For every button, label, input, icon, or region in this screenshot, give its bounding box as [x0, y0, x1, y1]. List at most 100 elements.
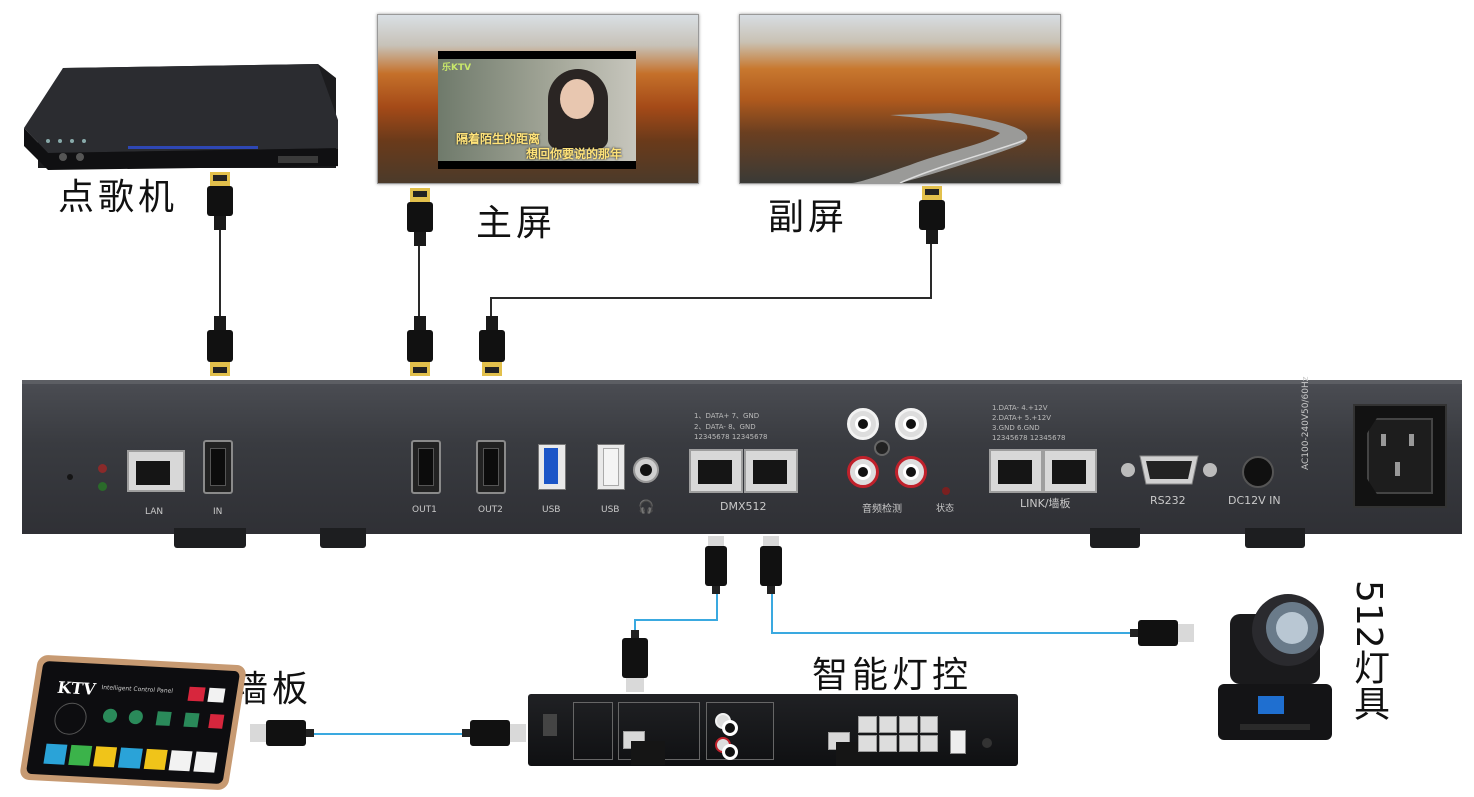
- dmx-label: DMX512: [720, 500, 767, 513]
- tablet-button[interactable]: [118, 747, 143, 769]
- rs232-label: RS232: [1150, 494, 1186, 507]
- tablet-button[interactable]: [93, 746, 118, 768]
- karaoke-video: 乐KTV 隔着陌生的距离 想回你要说的那年: [438, 51, 636, 169]
- ac-socket[interactable]: [1353, 404, 1447, 508]
- rs232-port-icon[interactable]: [1118, 452, 1220, 488]
- sub-screen: [739, 14, 1061, 184]
- tablet-button[interactable]: [187, 686, 206, 702]
- lyric-line-2: 想回你要说的那年: [526, 147, 623, 161]
- dc-jack[interactable]: [982, 738, 992, 748]
- rj45-plug-icon: [1130, 620, 1194, 646]
- tablet-button[interactable]: [207, 687, 226, 703]
- rj45-plug-icon: [462, 720, 526, 746]
- usb-port-blue[interactable]: [538, 444, 566, 490]
- hdmi-in-label: IN: [213, 507, 223, 517]
- link-port-2[interactable]: [1043, 449, 1097, 493]
- tablet-button[interactable]: [68, 744, 93, 767]
- lan-label: LAN: [145, 507, 164, 517]
- road-scene-icon: [850, 113, 1028, 183]
- network-cable: [634, 619, 636, 633]
- hdmi-plug-icon: [407, 188, 433, 246]
- rj45-plug-icon: [760, 536, 782, 594]
- lan-port[interactable]: [127, 450, 185, 492]
- status-led-red: [942, 487, 950, 495]
- tablet-subtitle: Intelligent Control Panel: [100, 684, 174, 695]
- dmx-input-port[interactable]: [623, 731, 665, 765]
- rca-white[interactable]: [715, 713, 738, 736]
- power-led: [98, 464, 107, 473]
- link-port-1[interactable]: [989, 449, 1043, 493]
- module-box: [618, 702, 700, 765]
- hdmi-plug-icon: [207, 172, 233, 230]
- link-label: LINK/墙板: [1020, 497, 1071, 510]
- power-switch[interactable]: [543, 714, 557, 736]
- sub-screen-label: 副屏: [768, 197, 849, 238]
- tablet-button[interactable]: [183, 712, 200, 728]
- rca-white-2[interactable]: [895, 408, 927, 440]
- dmx-pins-2: 2、DATA- 8、GND: [694, 423, 756, 431]
- link-pins-2: 2.DATA+ 5.+12V: [992, 414, 1052, 422]
- rca-red-1[interactable]: [847, 456, 879, 488]
- tablet-button[interactable]: [155, 711, 172, 726]
- status-label: 状态: [936, 504, 955, 514]
- panel-foot: [174, 528, 246, 548]
- dmx-pins-3: 12345678 12345678: [694, 433, 768, 441]
- output-port-grid: [858, 716, 938, 752]
- hdmi-cable-sub-v: [930, 240, 932, 298]
- hdmi-cable-jukebox: [219, 210, 221, 320]
- link-pins-3: 3.GND 6.GND: [992, 424, 1040, 432]
- light-512-label: 512灯具: [1348, 580, 1389, 721]
- network-cable: [634, 619, 718, 621]
- tablet-button[interactable]: [168, 750, 193, 772]
- hdmi-out2-port[interactable]: [476, 440, 506, 494]
- hdmi-plug-icon: [207, 316, 233, 376]
- rca-white-1[interactable]: [847, 408, 879, 440]
- hdmi-cable-main: [418, 238, 420, 322]
- hdmi-plug-icon: [919, 186, 945, 244]
- tablet-button[interactable]: [43, 743, 68, 765]
- usb1-label: USB: [542, 505, 561, 515]
- hdmi-plug-icon: [479, 316, 505, 376]
- reset-hole: [67, 474, 73, 480]
- network-port[interactable]: [828, 732, 870, 766]
- usb-port-white[interactable]: [597, 444, 625, 490]
- headphone-icon: 🎧: [638, 500, 655, 515]
- status-led: [98, 482, 107, 491]
- tablet-button[interactable]: [127, 709, 144, 725]
- tablet-button[interactable]: [193, 751, 218, 773]
- dmx-port-1[interactable]: [689, 449, 743, 493]
- wall-panel-tablet: KTV Intelligent Control Panel: [18, 654, 248, 791]
- dc-label: DC12V IN: [1228, 494, 1281, 507]
- tablet-button[interactable]: [101, 708, 119, 724]
- audio-detect-label: 音频检测: [862, 504, 902, 515]
- panel-foot: [1090, 528, 1140, 548]
- panel-foot: [320, 528, 366, 548]
- karaoke-logo: 乐KTV: [442, 63, 472, 73]
- tablet-button[interactable]: [143, 748, 168, 770]
- panel-foot: [1245, 528, 1305, 548]
- network-cable: [771, 632, 1135, 634]
- hdmi-in-port[interactable]: [203, 440, 233, 494]
- tablet-button[interactable]: [208, 713, 225, 729]
- ac-label: AC100-240V50/60Hz: [1301, 376, 1311, 470]
- headphone-jack[interactable]: [633, 457, 659, 483]
- dmx-port-2[interactable]: [744, 449, 798, 493]
- link-pins-4: 12345678 12345678: [992, 434, 1066, 442]
- dmx-pins-1: 1、DATA+ 7、GND: [694, 412, 760, 420]
- module-box: [573, 702, 613, 760]
- tablet-brand: KTV: [55, 677, 97, 699]
- rca-red[interactable]: [715, 737, 738, 760]
- hdmi-out1-port[interactable]: [411, 440, 441, 494]
- hdmi-plug-icon: [407, 316, 433, 376]
- ground-screw: [874, 440, 890, 456]
- rj45-plug-icon: [705, 536, 727, 594]
- main-screen: 乐KTV 隔着陌生的距离 想回你要说的那年: [377, 14, 699, 184]
- smart-light-label: 智能灯控: [812, 655, 973, 696]
- dc-jack[interactable]: [1242, 456, 1274, 488]
- usb-port[interactable]: [950, 730, 966, 754]
- main-screen-label: 主屏: [476, 203, 557, 244]
- rj45-plug-icon: [622, 630, 648, 692]
- tablet-dial[interactable]: [52, 701, 89, 736]
- network-cable: [716, 594, 718, 620]
- rca-red-2[interactable]: [895, 456, 927, 488]
